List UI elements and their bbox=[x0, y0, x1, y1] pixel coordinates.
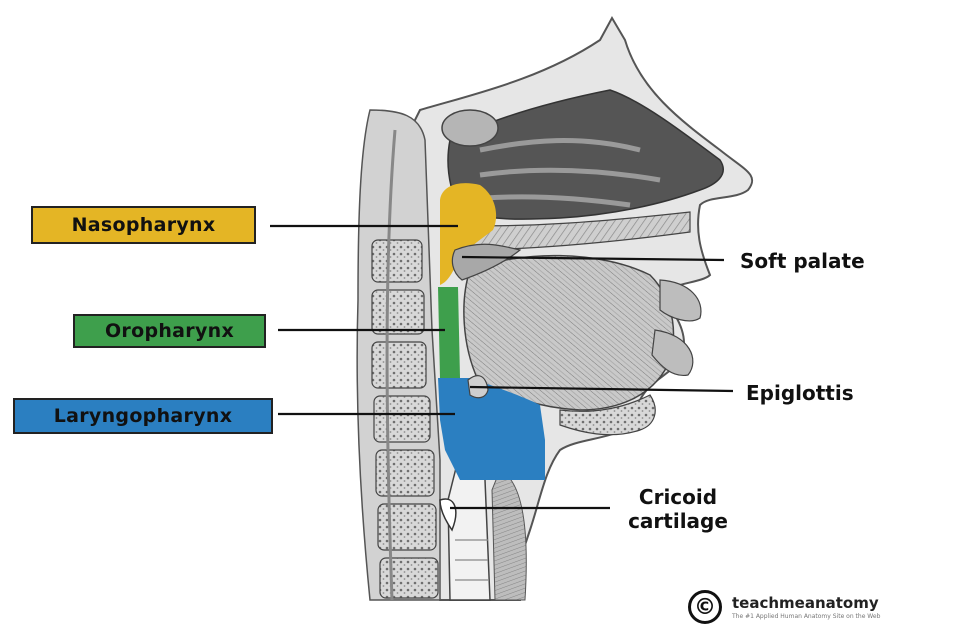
upper-lip bbox=[660, 280, 701, 321]
copyright-icon: © bbox=[688, 590, 722, 624]
brand-tagline: The #1 Applied Human Anatomy Site on the… bbox=[732, 613, 880, 620]
oropharynx-region bbox=[438, 287, 460, 378]
cricoid-label-line2: cartilage bbox=[618, 509, 738, 533]
cricoid-cartilage-label: Cricoid cartilage bbox=[618, 485, 738, 533]
nasopharynx-label: Nasopharynx bbox=[31, 206, 256, 244]
oropharynx-label: Oropharynx bbox=[73, 314, 266, 348]
sphenoid-sinus bbox=[442, 110, 498, 146]
soft-palate-label: Soft palate bbox=[740, 249, 865, 273]
brand-name: teachmeanatomy bbox=[732, 594, 880, 612]
laryngopharynx-label: Laryngopharynx bbox=[13, 398, 273, 434]
cricoid-label-line1: Cricoid bbox=[618, 485, 738, 509]
epiglottis-label: Epiglottis bbox=[746, 381, 854, 405]
teachmeanatomy-logo: © teachmeanatomy The #1 Applied Human An… bbox=[688, 590, 880, 624]
